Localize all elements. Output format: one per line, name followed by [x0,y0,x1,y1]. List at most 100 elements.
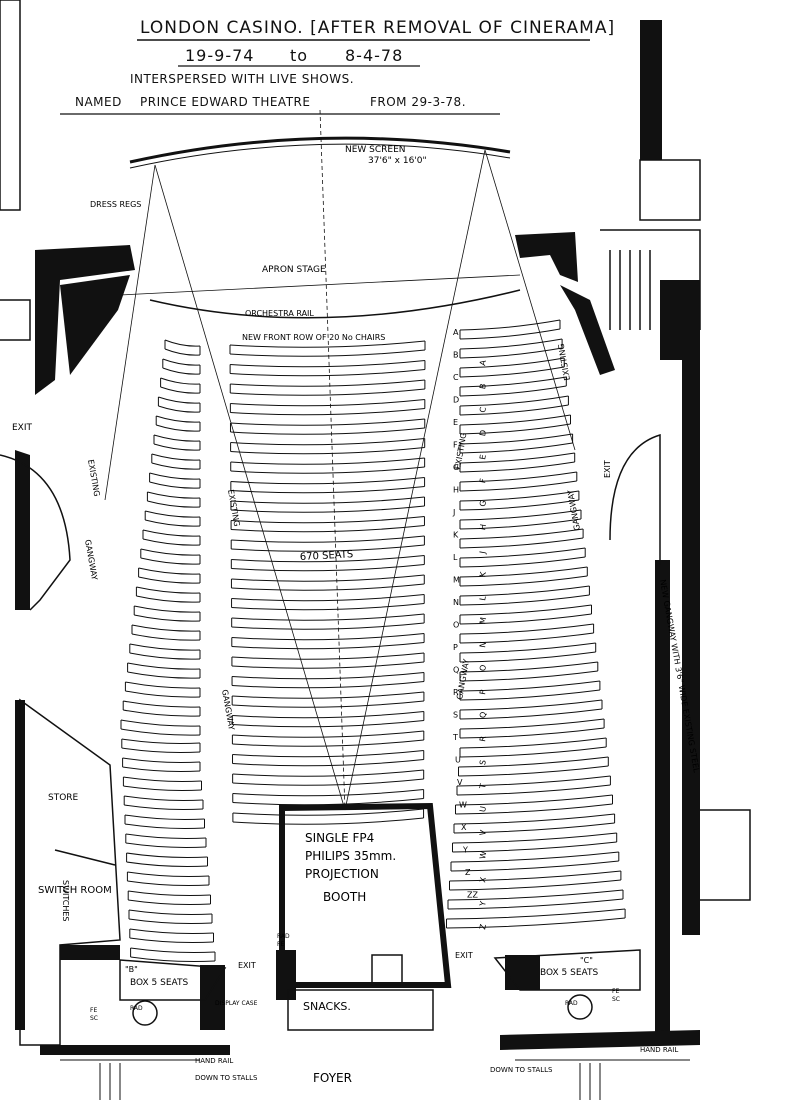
date-to: 8-4-78 [345,46,404,65]
right-row-back [459,575,588,587]
hand-rail-right: HAND RAIL [640,1046,678,1054]
left-row [129,643,201,651]
row-letter-center: E [478,454,488,461]
exit-box-right: EXIT [455,951,473,960]
right-row-back [459,727,605,739]
left-row [128,909,213,915]
centre-row-back [231,583,425,591]
centre-row-back [232,778,424,786]
centre-row [230,496,425,504]
projection-booth [276,802,452,1000]
orchestra-rail-line [149,289,521,319]
centre-row-back [231,622,425,630]
centre-row [232,672,425,680]
centre-row [230,438,425,446]
left-row-back [138,576,201,584]
sc-marker-left: SC [90,1015,98,1022]
row-letter-right: A [453,328,459,337]
projection-line4: BOOTH [323,890,366,904]
left-row [134,605,201,613]
centre-row-back [230,466,425,474]
exit-right-label: EXIT [603,460,612,478]
centre-row [232,808,424,816]
row-letter-center: D [478,429,488,437]
centre-row [231,516,425,524]
right-walls [500,20,700,1050]
row-letter-center: Z [478,923,488,930]
right-row-back [459,537,584,549]
row-letter-right: B [453,351,459,360]
gangway-center-label: GANGWAY [220,689,236,731]
row-letter-right: E [453,418,458,427]
right-row-back [459,746,607,758]
row-letter-right: X [461,823,467,832]
switches-label: SWITCHES [61,880,70,922]
left-row [128,890,211,896]
centre-row-back [232,739,424,747]
row-letter-center: U [478,805,488,812]
centre-row-back [232,759,424,767]
row-letter-right: W [459,801,467,810]
right-row-back [452,841,617,853]
right-row [459,319,561,331]
centre-row-back [231,544,425,552]
row-letter-center: H [478,523,488,530]
centre-row [229,340,426,348]
row-letter-center: Q [478,711,488,719]
centre-row-back [232,700,424,708]
right-row [459,547,586,559]
date-from: 19-9-74 [185,46,255,65]
right-row [459,737,607,749]
centre-row-back [231,564,425,572]
centre-row [232,730,424,738]
left-row-back [162,367,201,375]
left-row-back [125,842,207,848]
dress-regs-label: DRESS REGS [90,200,141,209]
left-row-back [127,880,210,886]
left-row [160,377,201,385]
centre-row-back [231,661,425,669]
centre-row [231,574,425,582]
foyer-lines [60,1059,690,1100]
right-row [459,452,575,464]
centre-row-back [231,603,425,611]
centre-row [230,457,425,465]
left-row [121,738,201,744]
seating-rows [120,319,626,962]
centre-row-back [232,720,424,728]
right-row-back [450,860,619,872]
row-letter-right: G [453,463,459,472]
left-row [147,491,201,499]
right-row [459,376,567,388]
left-row-back [156,424,201,432]
row-letter-right: N [453,598,459,607]
row-letter-center: V [478,829,488,836]
centre-row [230,379,425,387]
centre-row [231,652,425,660]
left-row-back [124,804,204,810]
centre-row-back [230,408,425,416]
row-letter-center: R [478,735,488,742]
row-letter-right: P [453,643,458,652]
seats-count-label: 670 SEATS [300,549,354,563]
foyer-label: FOYER [313,1071,352,1085]
centre-row [230,477,425,485]
right-row-back [456,784,611,796]
right-row [458,756,609,768]
existing-far-right-label: EXISTING [557,343,572,381]
right-row-back [459,480,577,492]
down-to-stalls-left: DOWN TO STALLS [195,1074,258,1082]
row-letter-center: F [478,477,488,483]
row-letter-center: S [478,759,488,766]
boxes [119,949,641,1026]
named-theatre: PRINCE EDWARD THEATRE [140,95,311,109]
left-row-back [128,899,211,905]
right-row-back [459,347,563,359]
left-row-back [142,538,201,546]
right-row [459,661,598,673]
snacks-label: SNACKS. [303,1000,351,1013]
fe-marker-booth: FE [277,941,284,948]
left-row [127,662,201,670]
right-row-back [459,594,590,606]
